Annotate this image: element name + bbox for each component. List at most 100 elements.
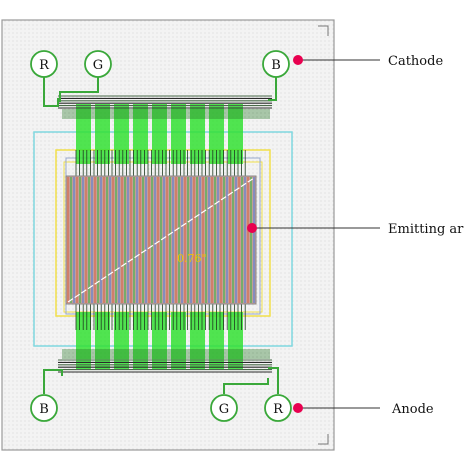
pixel-stripe — [169, 177, 172, 303]
pixel-stripe — [76, 177, 79, 303]
corner-mark — [318, 434, 329, 445]
bottom-wire-bundle — [62, 349, 270, 359]
pixel-stripe — [199, 177, 202, 303]
pad-top-left-2: G — [84, 50, 112, 78]
lead-finger — [95, 312, 110, 370]
emitting-area-stripes — [66, 176, 256, 304]
lead-finger — [209, 104, 224, 164]
pixel-stripe — [226, 177, 229, 303]
callout-marker — [293, 403, 303, 413]
pixel-stripe — [121, 177, 124, 303]
pixel-stripe — [124, 177, 127, 303]
pixel-stripe — [67, 177, 70, 303]
lead-finger — [76, 104, 91, 164]
corner-mark — [318, 25, 329, 36]
bottom-lead-fingers — [75, 304, 246, 370]
lead-finger — [190, 312, 205, 370]
pixel-stripe — [115, 177, 118, 303]
pixel-stripe — [238, 177, 241, 303]
pad-label: B — [39, 402, 49, 417]
top-lead-fingers — [75, 104, 246, 176]
lead-finger — [152, 312, 167, 370]
pixel-stripe — [214, 177, 217, 303]
pad-bottom-right-2: R — [264, 394, 292, 422]
pixel-stripe — [154, 177, 157, 303]
pixel-stripe — [88, 177, 91, 303]
top-bus-lines — [58, 95, 272, 109]
pad-label: R — [273, 402, 284, 417]
emitting-area-border — [65, 175, 257, 305]
lead-finger — [114, 312, 129, 370]
pixel-stripe — [232, 177, 235, 303]
pixel-stripe — [73, 177, 76, 303]
pixel-stripe — [184, 177, 187, 303]
pixel-stripe — [187, 177, 190, 303]
emitting-area-label: Emitting ar — [388, 222, 464, 237]
pixel-stripe — [181, 177, 184, 303]
callout-marker — [247, 223, 257, 233]
anode-label: Anode — [391, 402, 434, 417]
lead-finger — [228, 104, 243, 164]
pixel-stripe — [148, 177, 151, 303]
pixel-stripe — [220, 177, 223, 303]
pixel-stripe — [136, 177, 139, 303]
anode-callout: Anode — [293, 402, 434, 417]
pixel-stripe — [157, 177, 160, 303]
pixel-stripe — [103, 177, 106, 303]
pixel-stripe — [202, 177, 205, 303]
pixel-stripe — [127, 177, 130, 303]
diagonal-line — [67, 177, 255, 303]
pixel-stripe — [139, 177, 142, 303]
pixel-stripe — [91, 177, 94, 303]
pad-bottom-left: B — [30, 394, 58, 422]
lead-finger — [228, 312, 243, 370]
pad-label: B — [271, 58, 281, 73]
pad-label: G — [93, 58, 103, 73]
pad-leads — [43, 76, 279, 394]
pixel-stripe — [85, 177, 88, 303]
pixel-stripe — [217, 177, 220, 303]
cathode-callout: Cathode — [293, 54, 443, 69]
pixel-stripe — [145, 177, 148, 303]
pixel-stripe — [133, 177, 136, 303]
pixel-stripe — [247, 177, 250, 303]
diagonal-size-label: 0.76" — [177, 252, 207, 265]
pixel-stripe — [211, 177, 214, 303]
pixel-stripe — [70, 177, 73, 303]
pixel-stripe — [118, 177, 121, 303]
pad-label: R — [39, 58, 50, 73]
pad-top-right: B — [262, 50, 290, 78]
pixel-stripe — [130, 177, 133, 303]
pixel-stripe — [229, 177, 232, 303]
pixel-stripe — [163, 177, 166, 303]
pixel-stripe — [253, 177, 256, 303]
pixel-stripe — [208, 177, 211, 303]
pixel-stripe — [97, 177, 100, 303]
pixel-stripe — [112, 177, 115, 303]
pixel-stripe — [178, 177, 181, 303]
lead-finger — [133, 104, 148, 164]
emitting-area-callout: Emitting ar — [247, 222, 464, 237]
lead-finger — [171, 312, 186, 370]
pixel-stripe — [109, 177, 112, 303]
pixel-stripe — [151, 177, 154, 303]
lead-finger — [114, 104, 129, 164]
pixel-stripe — [235, 177, 238, 303]
pixel-stripe — [223, 177, 226, 303]
callout-marker — [293, 55, 303, 65]
top-wire-bundle — [62, 109, 270, 119]
pixel-stripe — [250, 177, 253, 303]
pixel-stripe — [244, 177, 247, 303]
pixel-stripe — [196, 177, 199, 303]
lead-finger — [190, 104, 205, 164]
pixel-stripe — [166, 177, 169, 303]
pixel-stripe — [172, 177, 175, 303]
pixel-stripe — [190, 177, 193, 303]
lead-finger — [95, 104, 110, 164]
pad-label: G — [219, 402, 229, 417]
pixel-stripe — [94, 177, 97, 303]
pixel-stripe — [142, 177, 145, 303]
pixel-stripe — [175, 177, 178, 303]
pad-top-left-1: R — [30, 50, 58, 78]
